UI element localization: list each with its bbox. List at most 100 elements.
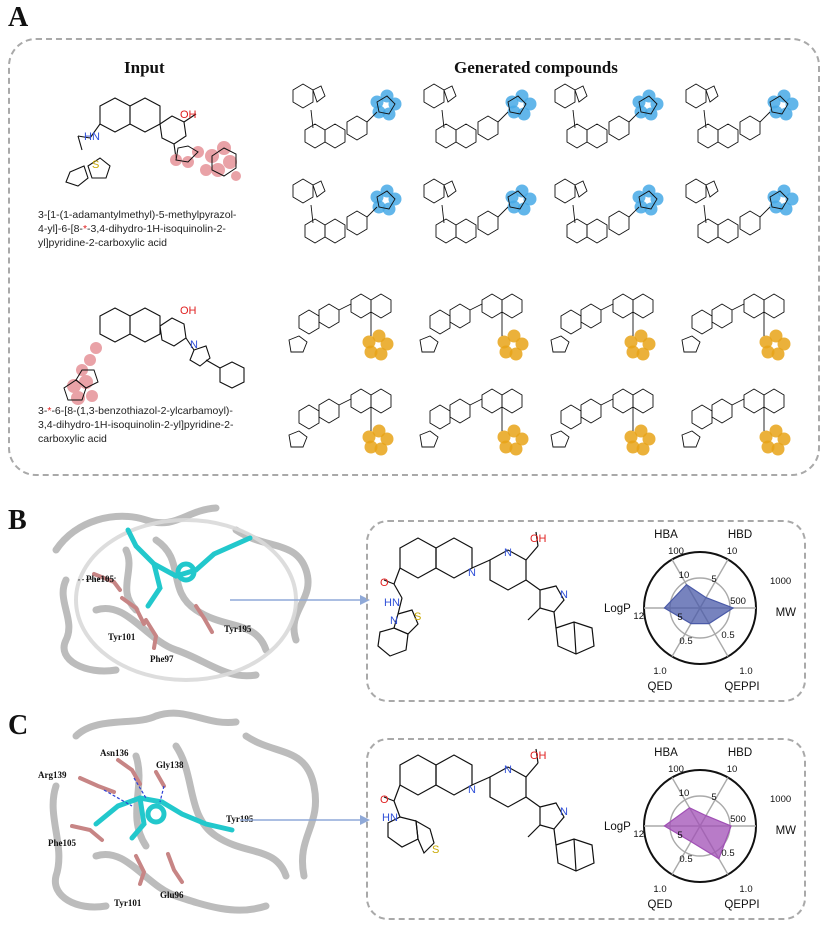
atom-b-hn: HN	[384, 597, 400, 609]
generated-compound	[288, 388, 394, 456]
radar-tick-hbd-outer: 10	[727, 764, 738, 775]
generated-compound	[685, 178, 799, 244]
compound-2-line-3: carboxylic acid	[38, 433, 107, 445]
radar-profile-0	[663, 583, 735, 625]
generated-compound	[419, 388, 529, 456]
residue-c-0: Asn136	[100, 748, 129, 758]
compound-2-line-2: 3,4-dihydro-1H-isoquinolin-2-yl]pyridine…	[38, 419, 234, 431]
svg-text:HN: HN	[84, 131, 100, 143]
radar-tick-hba-inner: 10	[679, 788, 690, 799]
generated-compounds-grid	[288, 83, 799, 456]
radar-tick-logp-inner: 5	[677, 612, 682, 623]
residue-c-2: Gly138	[156, 760, 184, 770]
radar-label-qed: QED	[648, 681, 673, 693]
radar-tick-qeppi-outer: 1.0	[739, 884, 752, 895]
radar-tick-logp-outer: 12	[633, 829, 644, 840]
radar-label-logp: LogP	[604, 821, 631, 833]
svg-text:N: N	[190, 339, 198, 351]
residue-b-1: Tyr101	[108, 632, 136, 642]
radar-tick-qed-inner: 0.5	[679, 854, 692, 865]
svg-text:OH: OH	[180, 305, 197, 317]
input-heading: Input	[124, 58, 165, 77]
compound-1-line-1: 3-[1-(1-adamantylmethyl)-5-methylpyrazol…	[38, 209, 237, 221]
radar-tick-qed-outer: 1.0	[653, 666, 666, 677]
generated-compound	[550, 388, 656, 456]
input-molecule-2: OH N	[63, 305, 245, 405]
radar-tick-hba-inner: 10	[679, 570, 690, 581]
radar-label-qeppi: QEPPI	[724, 681, 759, 693]
radar-tick-qed-inner: 0.5	[679, 636, 692, 647]
residue-b-2: Phe97	[150, 654, 174, 664]
arrow-c	[240, 815, 370, 825]
atom-c-n3: N	[560, 806, 568, 818]
input-molecule-1: OH HN S	[65, 97, 241, 187]
residue-c-5: Tyr101	[114, 898, 142, 908]
radar-tick-hba-outer: 100	[668, 546, 684, 557]
panel-c-letter: C	[8, 710, 29, 741]
panel-a-letter: A	[8, 2, 29, 33]
generated-compound	[423, 178, 537, 244]
radar-tick-hbd-inner: 5	[711, 574, 716, 585]
compound-1-line-2a: 4-yl]-6-[8-	[38, 223, 83, 235]
ligand-c: OH O HN N N N S	[380, 748, 595, 872]
radar-label-mw: MW	[776, 607, 797, 619]
radar-tick-mw-outer: 1000	[770, 576, 791, 587]
radar-label-mw: MW	[776, 825, 797, 837]
generated-compound	[550, 293, 656, 361]
atom-b-oh: OH	[530, 533, 547, 545]
residue-c-3: Phe105	[48, 838, 76, 848]
atom-c-hn: HN	[382, 812, 398, 824]
radar-tick-logp-outer: 12	[633, 611, 644, 622]
generated-compound	[681, 388, 791, 456]
radar-tick-logp-inner: 5	[677, 830, 682, 841]
atom-b-o: O	[380, 577, 389, 589]
atom-c-oh: OH	[530, 750, 547, 762]
radar-tick-qed-outer: 1.0	[653, 884, 666, 895]
atom-c-s: S	[432, 844, 439, 856]
svg-text:OH: OH	[180, 109, 197, 121]
residue-c-4: Tyr195	[226, 814, 254, 824]
radar-tick-qeppi-inner: 0.5	[721, 630, 734, 641]
compound-1-line-2b: -3,4-dihydro-1H-isoquinolin-2-	[87, 223, 226, 235]
panel-c-frame	[366, 738, 806, 920]
generated-compound	[685, 83, 799, 149]
generated-compound	[292, 178, 402, 244]
compound-2-name: 3-*-6-[8-(1,3-benzothiazol-2-ylcarbamoyl…	[38, 404, 234, 446]
generated-compound	[681, 293, 791, 361]
svg-text:S: S	[92, 159, 99, 171]
generated-compound	[423, 83, 537, 149]
radar-tick-hbd-outer: 10	[727, 546, 738, 557]
panel-a-frame	[8, 38, 820, 476]
radar-tick-mw-inner: 500	[730, 596, 746, 607]
panel-b-letter: B	[8, 505, 27, 536]
compound-1-star: *	[82, 223, 88, 235]
atom-c-o: O	[380, 794, 389, 806]
generated-compound	[554, 83, 664, 149]
generated-compound	[292, 83, 402, 149]
protein-structure-b: Phe105 Tyr101 Phe97 Tyr195	[52, 504, 312, 682]
compound-2-line-1b: -6-[8-(1,3-benzothiazol-2-ylcarbamoyl)-	[51, 405, 233, 417]
generated-heading: Generated compounds	[454, 58, 618, 77]
atom-b-n3: N	[560, 589, 568, 601]
radar-tick-qeppi-outer: 1.0	[739, 666, 752, 677]
radar-label-hbd: HBD	[728, 747, 752, 759]
radar-label-hba: HBA	[654, 529, 678, 541]
radar-profile-1	[663, 807, 732, 860]
radar-label-qed: QED	[648, 899, 673, 911]
atom-b-n2: N	[504, 547, 512, 559]
ligand-b: OH O HN N N N N S	[377, 531, 595, 657]
radar-label-hbd: HBD	[728, 529, 752, 541]
residue-c-1: Arg139	[38, 770, 67, 780]
generated-compound	[288, 293, 394, 361]
compound-1-name: 3-[1-(1-adamantylmethyl)-5-methylpyrazol…	[38, 208, 236, 250]
radar-label-hba: HBA	[654, 747, 678, 759]
residue-b-3: Tyr195	[224, 624, 252, 634]
atom-b-s: S	[414, 611, 421, 623]
radar-tick-mw-inner: 500	[730, 814, 746, 825]
radar-tick-qeppi-inner: 0.5	[721, 848, 734, 859]
radar-tick-hbd-inner: 5	[711, 792, 716, 803]
atom-c-n2: N	[504, 764, 512, 776]
atom-b-n1: N	[468, 567, 476, 579]
